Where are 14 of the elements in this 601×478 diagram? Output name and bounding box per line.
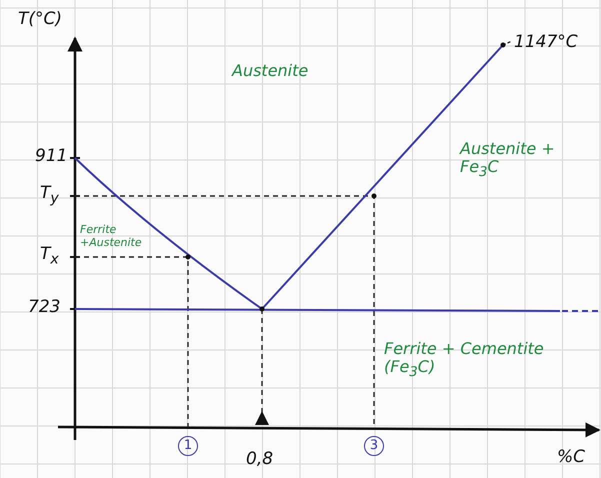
temperature-value: 1147°C [514, 33, 578, 53]
tick-label: 723 [28, 298, 60, 318]
callout-number: 3 [364, 436, 384, 456]
tick-label: T$_{y}$ [40, 184, 59, 207]
callout-number: 1 [178, 436, 198, 456]
axis-value: 0,8 [246, 450, 274, 470]
phase-label: Ferrite +Austenite [80, 224, 143, 250]
axis-title: T(°C) [18, 10, 62, 30]
phase-label: Austenite [232, 62, 308, 80]
phase-label: Ferrite + Cementite (Fe$_{3}$C) [384, 340, 545, 381]
phase-label: Austenite + Fe$_{3}$C [460, 140, 556, 181]
tick-label: 911 [35, 147, 68, 167]
axis-title: %C [557, 448, 586, 468]
tick-label: T$_{x}$ [40, 245, 59, 268]
